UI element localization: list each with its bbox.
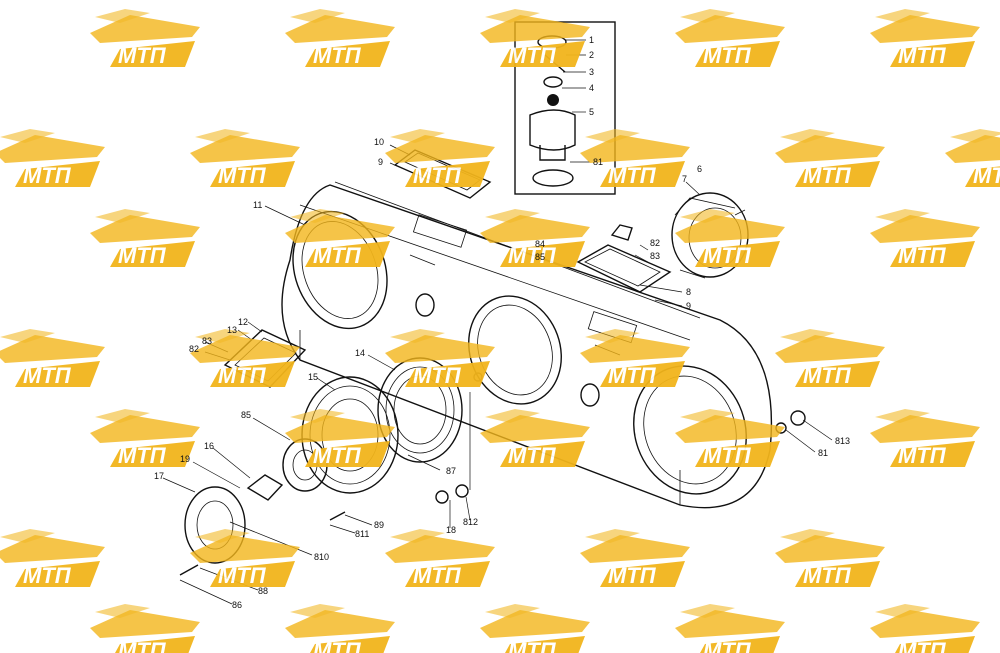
callout-19: 19 [180,454,190,464]
callout-84: 84 [535,239,545,249]
callout-9-top: 9 [378,157,383,167]
callout-16: 16 [204,441,214,451]
callout-811: 811 [355,529,369,539]
callout-2: 2 [589,50,594,60]
callout-6: 6 [697,164,702,174]
callout-labels: 1 2 3 4 5 81 6 7 10 9 11 82 83 84 85 8 9… [154,35,850,610]
watermark-logos [0,9,1000,653]
callout-82-right: 82 [650,238,660,248]
callout-4: 4 [589,83,594,93]
callout-17: 17 [154,471,164,481]
callout-5: 5 [589,107,594,117]
callout-81-top: 81 [593,157,603,167]
callout-13: 13 [227,325,237,335]
callout-18: 18 [446,525,456,535]
callout-813: 813 [835,436,850,446]
callout-8: 8 [686,287,691,297]
callout-87: 87 [446,466,456,476]
callout-11: 11 [253,200,262,210]
callout-1: 1 [589,35,594,45]
callout-85-top: 85 [535,252,545,262]
callout-89: 89 [374,520,384,530]
callout-88: 88 [258,586,268,596]
callout-12: 12 [238,317,248,327]
fasteners [179,372,806,576]
callout-812: 812 [463,517,478,527]
callout-85-left: 85 [241,410,251,420]
leader-lines [162,39,833,605]
callout-810: 810 [314,552,329,562]
callout-3: 3 [589,67,594,77]
callout-81-right: 81 [818,448,828,458]
callout-14: 14 [355,348,365,358]
right-cover-plate [576,224,672,293]
retainer-plate [246,474,284,501]
callout-15: 15 [308,372,318,382]
callout-10: 10 [374,137,384,147]
callout-83-left: 83 [202,336,212,346]
callout-9-right: 9 [686,301,691,311]
callout-86: 86 [232,600,242,610]
callout-7: 7 [682,174,687,184]
callout-83-right: 83 [650,251,660,261]
callout-82-left: 82 [189,344,199,354]
